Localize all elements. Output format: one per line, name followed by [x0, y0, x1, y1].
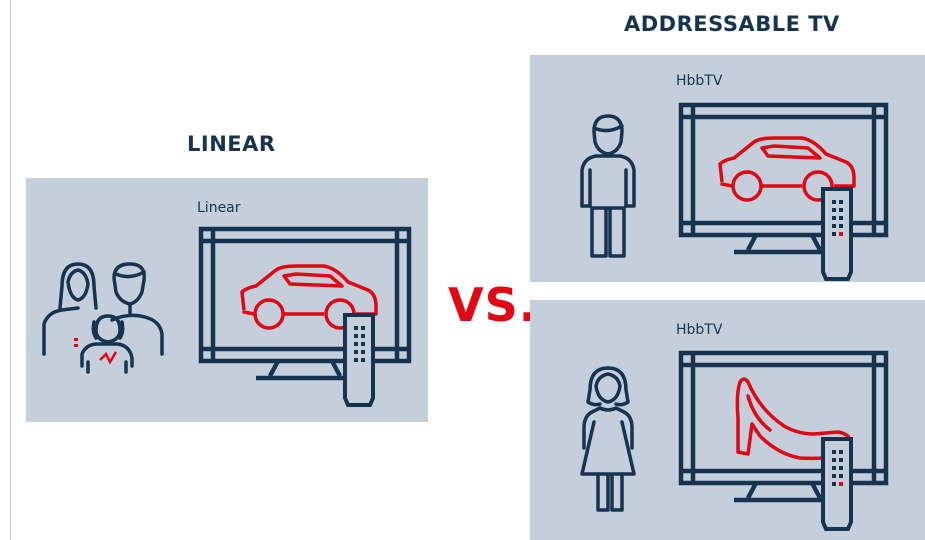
car-icon [240, 264, 378, 330]
tv-icon [198, 226, 412, 381]
man-icon [580, 114, 636, 258]
car-icon [718, 136, 856, 202]
linear-panel-label: Linear [197, 200, 241, 216]
linear-heading: LINEAR [187, 132, 276, 156]
left-border-line [10, 0, 11, 540]
woman-icon [580, 366, 636, 512]
tv-icon [678, 350, 889, 503]
hbbtv-bottom-label: HbbTV [676, 322, 723, 338]
high-heel-shoe-icon [735, 377, 852, 461]
addressable-bottom-panel: HbbTV [530, 300, 925, 540]
vs-label: VS. [448, 278, 538, 332]
addressable-tv-heading: ADDRESSABLE TV [624, 12, 840, 36]
family-icon [42, 262, 164, 374]
addressable-top-panel: HbbTV [530, 55, 925, 282]
tv-icon [678, 102, 889, 255]
hbbtv-top-label: HbbTV [676, 73, 723, 89]
remote-control-icon [821, 437, 853, 531]
remote-control-icon [343, 313, 375, 407]
remote-control-icon [821, 187, 853, 281]
